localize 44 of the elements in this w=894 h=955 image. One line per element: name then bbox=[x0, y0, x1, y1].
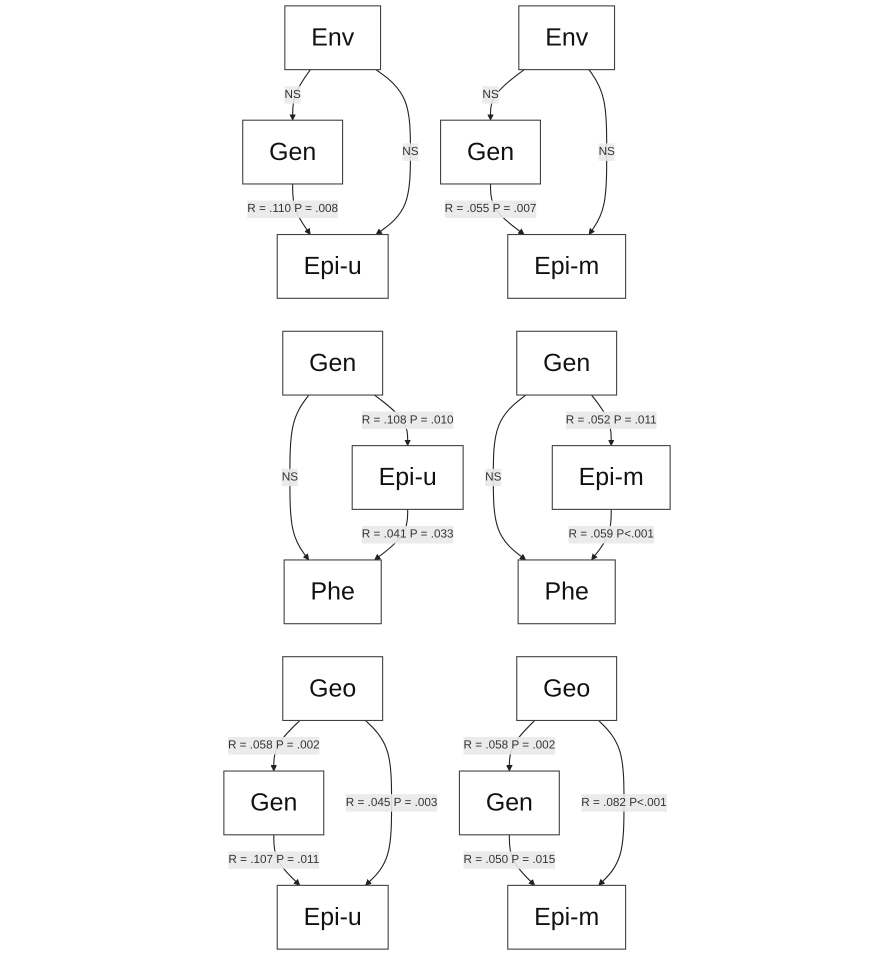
node-box: Epi-m bbox=[507, 884, 626, 950]
node-box: Gen bbox=[440, 120, 541, 185]
node-box: Gen bbox=[516, 330, 618, 396]
edge-label: NS bbox=[598, 145, 615, 158]
node-box: Epi-m bbox=[552, 445, 671, 510]
arrow bbox=[289, 394, 310, 560]
arrow bbox=[487, 69, 525, 120]
arrow bbox=[376, 69, 411, 235]
arrow bbox=[365, 720, 392, 886]
edge-label: NS bbox=[482, 88, 499, 101]
edge-label: R = .059 P<.001 bbox=[568, 528, 654, 541]
node-box: Phe bbox=[518, 559, 616, 624]
node-box: Gen bbox=[223, 770, 324, 836]
node-box: Epi-m bbox=[507, 234, 626, 299]
arrow bbox=[289, 69, 311, 120]
edge-label: NS bbox=[284, 88, 301, 101]
node-box: Epi-u bbox=[276, 234, 389, 299]
node-box: Geo bbox=[516, 656, 618, 722]
edge-label: R = .050 P = .015 bbox=[464, 853, 556, 866]
edge-label: R = .058 P = .002 bbox=[464, 739, 556, 752]
edge-label: NS bbox=[485, 470, 502, 484]
node-box: Env bbox=[518, 5, 616, 70]
edge-label: R = .107 P = .011 bbox=[228, 853, 320, 866]
edge-label: NS bbox=[282, 470, 298, 484]
arrow bbox=[598, 720, 625, 886]
node-box: Epi-u bbox=[352, 445, 464, 510]
edge-label: R = .052 P = .011 bbox=[566, 414, 657, 426]
arrow bbox=[492, 394, 526, 560]
node-box: Gen bbox=[282, 330, 384, 396]
node-box: Epi-u bbox=[276, 884, 389, 950]
edge-label: R = .110 P = .008 bbox=[247, 202, 338, 216]
edge-label: R = .082 P<.001 bbox=[581, 796, 667, 809]
node-box: Phe bbox=[284, 559, 382, 624]
node-box: Gen bbox=[458, 770, 560, 836]
arrow bbox=[588, 69, 608, 235]
edge-label: NS bbox=[402, 145, 419, 158]
edge-label: R = .045 P = .003 bbox=[346, 796, 438, 809]
node-box: Gen bbox=[242, 120, 344, 185]
edge-label: R = .058 P = .002 bbox=[228, 739, 320, 752]
edge-label: R = .041 P = .033 bbox=[362, 528, 454, 541]
node-box: Geo bbox=[282, 656, 384, 722]
edge-label: R = .055 P = .007 bbox=[444, 202, 536, 216]
edge-label: R = .108 P = .010 bbox=[362, 414, 454, 426]
node-box: Env bbox=[284, 5, 382, 70]
